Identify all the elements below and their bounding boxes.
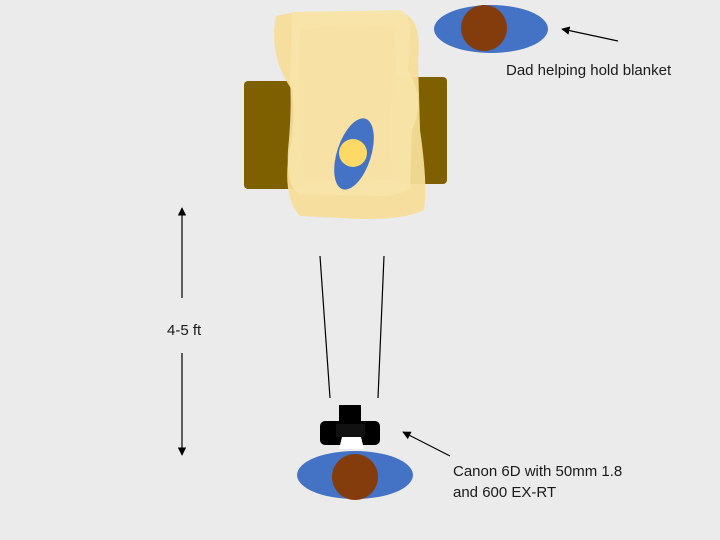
- dad-pointer-arrow: [561, 26, 619, 42]
- camera-label: Canon 6D with 50mm 1.8 and 600 EX-RT: [453, 461, 622, 503]
- photographer-figure: [297, 451, 413, 500]
- photographer-head: [332, 454, 378, 500]
- blanket: [274, 10, 426, 219]
- dad-head: [461, 5, 507, 51]
- distance-label: 4-5 ft: [167, 322, 202, 339]
- dad-label: Dad helping hold blanket: [506, 62, 672, 79]
- camera-lens-mount: [336, 424, 365, 437]
- camera-label-line1: Canon 6D with 50mm 1.8: [453, 463, 623, 480]
- baby-top-view-icon: [334, 118, 374, 190]
- field-of-view-right-line: [377, 255, 385, 399]
- camera-grip-highlight: [339, 437, 364, 449]
- camera-flash-head: [339, 405, 361, 423]
- camera-pointer-arrow: [402, 431, 451, 457]
- baby-head: [339, 139, 367, 167]
- field-of-view-left-line: [319, 255, 331, 399]
- camera-label-line2: and 600 EX-RT: [453, 484, 557, 501]
- dad-figure: [434, 5, 548, 53]
- camera-icon: [320, 405, 380, 449]
